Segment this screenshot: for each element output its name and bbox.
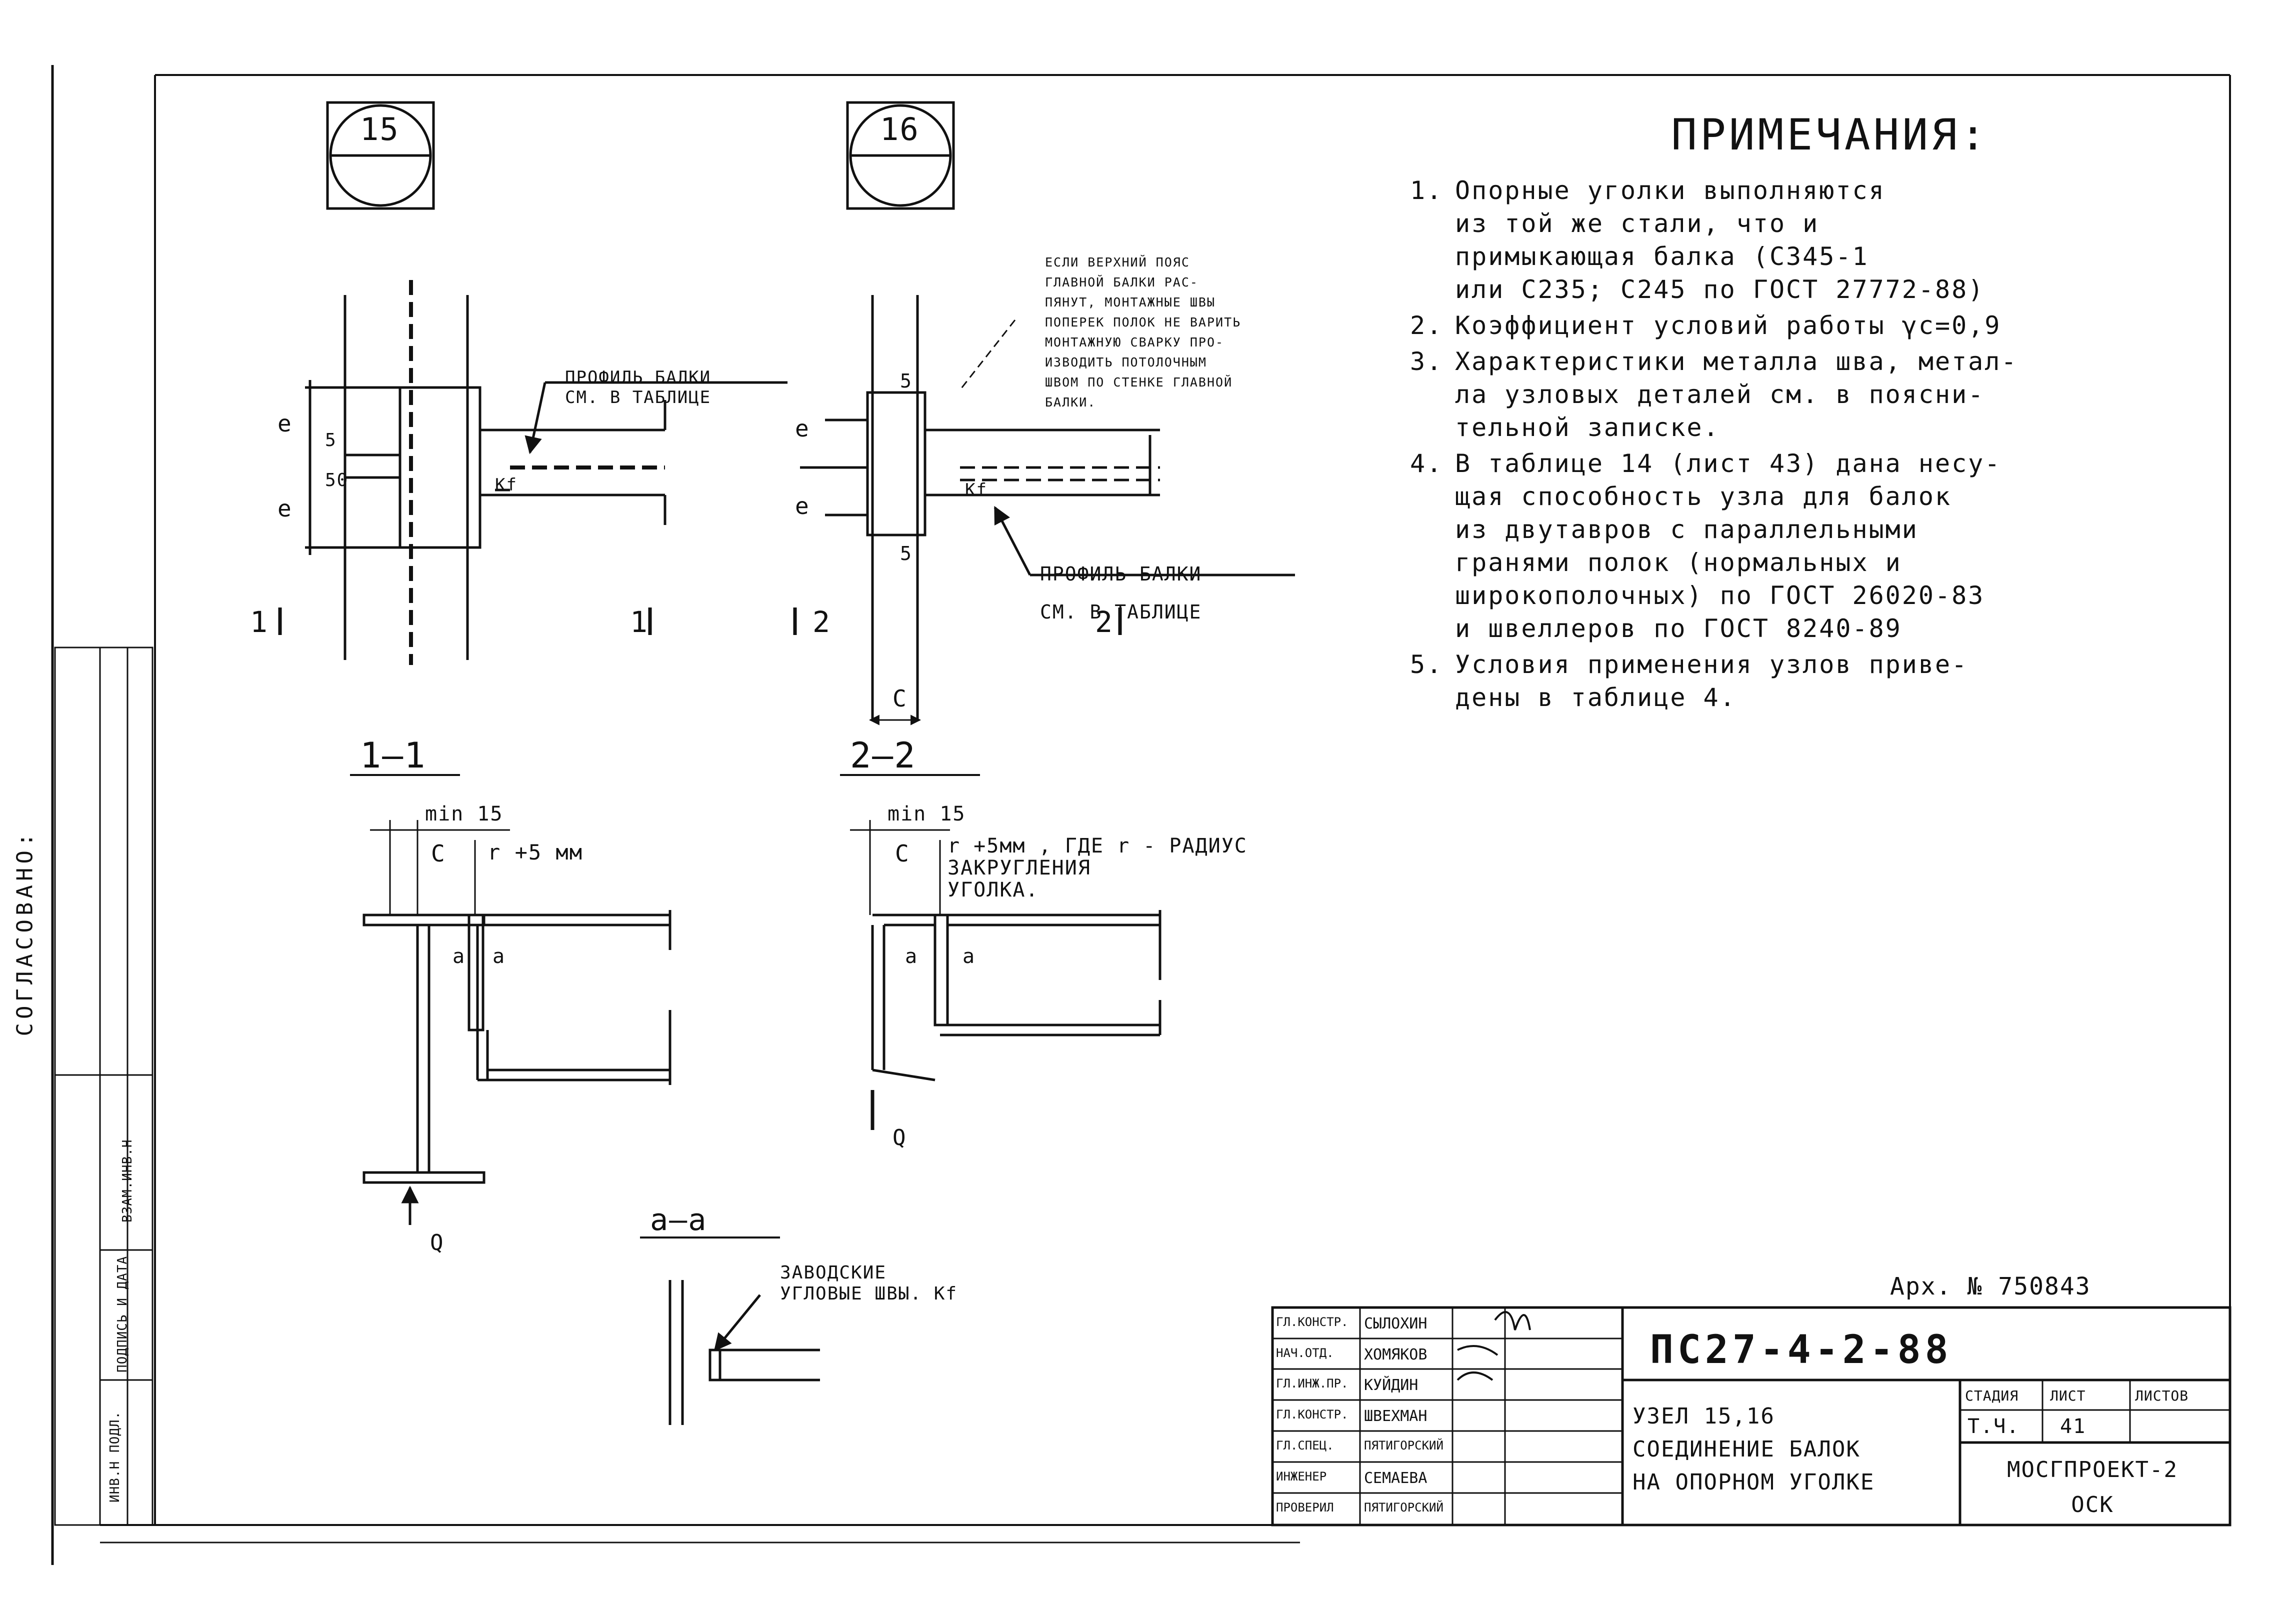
detail-15-number: 15	[360, 111, 400, 148]
archive-number: Арх. № 750843	[1890, 1272, 2091, 1300]
profile-beam-note-1: ПРОФИЛЬ БАЛКИ СМ. В ТАБЛИЦЕ	[565, 368, 712, 408]
profile-beam-note-2: ПРОФИЛЬ БАЛКИ СМ. В ТАБЛИЦЕ	[1040, 563, 1202, 623]
factory-welds-note: ЗАВОДСКИЕ УГЛОВЫЕ ШВЫ. Kf	[780, 1262, 958, 1304]
role: ГЛ.СПЕЦ.	[1276, 1438, 1334, 1452]
q-label-b: Q	[892, 1125, 907, 1150]
drawing-title: УЗЕЛ 15,16 СОЕДИНЕНИЕ БАЛОК НА ОПОРНОМ У…	[1632, 1404, 1875, 1495]
section-1-1	[350, 774, 672, 1225]
side-inv-no: ИНВ.Н ПОДЛ.	[108, 1410, 122, 1502]
role: НАЧ.ОТД.	[1276, 1346, 1334, 1360]
dim-50: 50	[325, 470, 349, 490]
dim-5-top: 5	[900, 370, 912, 392]
e-mark-1: e	[278, 410, 292, 437]
notes-block: ПРИМЕЧАНИЯ: 1.Опорные уголки выполняются…	[1410, 110, 2230, 717]
side-replace-inv: ВЗАМ.ИНВ.Н	[120, 1139, 135, 1222]
e-mark-3: e	[795, 415, 810, 442]
person-name: ХОМЯКОВ	[1364, 1346, 1428, 1364]
min15-label-a: min 15	[425, 802, 504, 826]
c-label-c: C	[892, 685, 908, 712]
cut-1-right: 1	[630, 605, 648, 639]
detail-16-elevation	[793, 295, 1295, 726]
top-flange-note: ЕСЛИ ВЕРХНИЙ ПОЯС ГЛАВНОЙ БАЛКИ РАС- ПЯН…	[1045, 255, 1242, 410]
role: ИНЖЕНЕР	[1276, 1470, 1327, 1484]
side-stamp	[54, 646, 154, 1526]
c-label-b: C	[895, 840, 910, 867]
side-agreed: СОГЛАСОВАНО:	[12, 829, 38, 1036]
person-name: СЕМАЕВА	[1364, 1470, 1428, 1487]
sheet-frame	[51, 65, 2231, 1565]
kf-label-b: Kf	[965, 480, 988, 500]
note-item: 4.В таблице 14 (лист 43) дана несу- щая …	[1410, 449, 2002, 643]
role: ГЛ.КОНСТР.	[1276, 1408, 1348, 1422]
role: ПРОВЕРИЛ	[1276, 1500, 1334, 1514]
section-a-a	[640, 1236, 820, 1425]
cut-2-right: 2	[1095, 605, 1114, 639]
cut-2-left: 2	[812, 605, 831, 639]
person-name: СЫЛОХИН	[1364, 1315, 1428, 1332]
side-signature-date: ПОДПИСЬ И ДАТА	[115, 1256, 130, 1372]
q-label-a: Q	[430, 1230, 444, 1256]
person-name: КУЙДИН	[1364, 1376, 1418, 1394]
e-mark-4: e	[795, 492, 810, 520]
note-item: 1.Опорные уголки выполняются из той же с…	[1410, 176, 1985, 304]
section-label-1-1: 1—1	[360, 735, 426, 776]
detail-16-number: 16	[880, 111, 920, 148]
stage-value: Т.Ч.	[1968, 1415, 2020, 1438]
note-item: 2.Коэффициент условий работы γc=0,9	[1410, 311, 2002, 340]
detail-marker-16	[846, 101, 955, 210]
a-mark-3: a	[905, 945, 918, 968]
c-label-a: C	[431, 840, 446, 867]
person-name: ПЯТИГОРСКИЙ	[1364, 1500, 1444, 1514]
detail-marker-15	[326, 101, 435, 210]
notes-title: ПРИМЕЧАНИЯ:	[1671, 110, 1989, 160]
dim-5-bottom: 5	[900, 542, 912, 564]
note-item: 5.Условия применения узлов приве- дены в…	[1410, 650, 1968, 712]
a-mark-4: a	[962, 945, 976, 968]
r5-label-b: r +5мм , ГДЕ r - РАДИУС ЗАКРУГЛЕНИЯ УГОЛ…	[948, 834, 1248, 902]
note-item: 3.Характеристики металла шва, метал- ла …	[1410, 347, 2018, 442]
stage-header: СТАДИЯ	[1965, 1388, 2019, 1404]
role: ГЛ.КОНСТР.	[1276, 1315, 1348, 1329]
min15-label-b: min 15	[888, 802, 966, 826]
kf-label-a: Kf	[495, 475, 518, 495]
organization: МОСГПРОЕКТ-2 ОСК	[2007, 1457, 2178, 1518]
sheet-header: ЛИСТ	[2050, 1388, 2086, 1404]
section-label-a-a: a—a	[650, 1202, 708, 1238]
a-mark-2: a	[492, 945, 506, 968]
dim-5-left: 5	[325, 430, 337, 450]
sheets-header: ЛИСТОВ	[2135, 1388, 2189, 1404]
a-mark-1: a	[452, 945, 466, 968]
r5-label-a: r +5 мм	[488, 840, 584, 864]
person-name: ШВЕХМАН	[1364, 1408, 1428, 1425]
e-mark-2: e	[278, 495, 292, 522]
role: ГЛ.ИНЖ.ПР.	[1276, 1376, 1348, 1390]
section-label-2-2: 2—2	[850, 735, 916, 776]
detail-15-elevation	[278, 280, 788, 665]
cut-1-left: 1	[250, 605, 268, 639]
sheet-value: 41	[2060, 1415, 2086, 1438]
title-block-frame	[1271, 1306, 2232, 1526]
person-name: ПЯТИГОРСКИЙ	[1364, 1438, 1444, 1452]
section-2-2	[840, 774, 1162, 1130]
doc-code: ПС27-4-2-88	[1650, 1328, 1952, 1372]
